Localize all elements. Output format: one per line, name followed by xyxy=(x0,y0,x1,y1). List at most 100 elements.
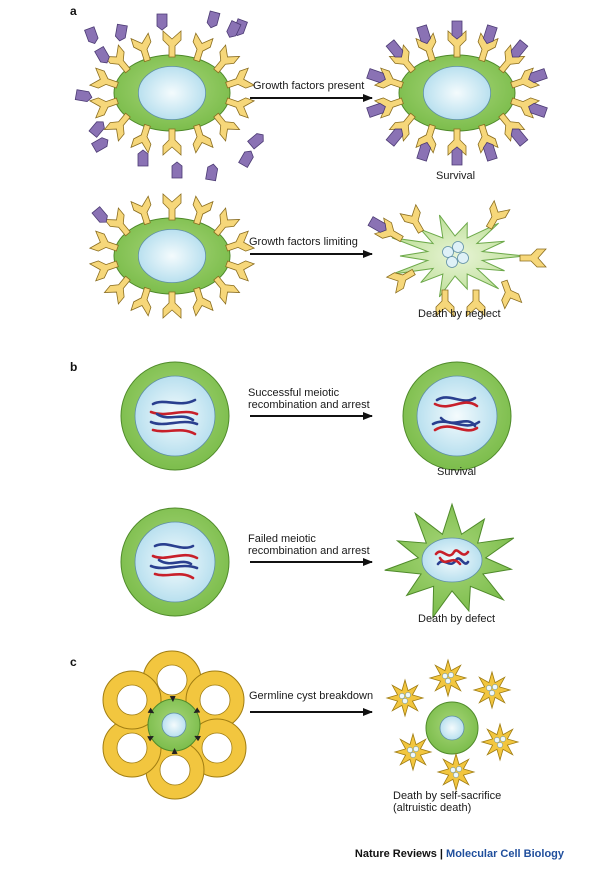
receptor xyxy=(88,260,119,282)
growth-factor xyxy=(84,26,99,44)
transfer-arrow xyxy=(193,707,201,714)
bound-growth-factor xyxy=(416,142,432,162)
panel-a-dying-cell xyxy=(367,199,547,317)
receptor-shape xyxy=(192,286,214,317)
growth-factor-shape xyxy=(206,10,221,29)
receptor xyxy=(192,195,214,226)
sister-cell-nucleus xyxy=(201,732,233,764)
receptor-shape xyxy=(103,44,131,74)
receptor-shape xyxy=(192,123,214,154)
fragment xyxy=(442,673,448,679)
receptor xyxy=(162,291,182,319)
growth-factor xyxy=(171,161,183,179)
receptor-shape xyxy=(213,275,241,305)
bound-growth-factor xyxy=(366,68,386,84)
growth-factor-shape xyxy=(205,163,219,182)
receptor xyxy=(510,67,548,89)
chromosome xyxy=(433,401,479,408)
fragment xyxy=(410,752,416,758)
growth-factor xyxy=(88,121,105,138)
receptor-shape xyxy=(435,289,455,317)
figure-credit: Nature Reviews | Molecular Cell Biology xyxy=(355,848,564,860)
receptor xyxy=(498,112,529,147)
growth-factor xyxy=(91,206,108,223)
receptor xyxy=(103,112,131,142)
panel-a-cell-limiting xyxy=(88,193,256,319)
receptor-shape xyxy=(130,123,152,154)
receptor-shape xyxy=(225,260,256,282)
bound-growth-factor xyxy=(385,128,404,147)
receptor xyxy=(192,286,214,317)
receptor-shape xyxy=(162,128,182,156)
receptor xyxy=(367,216,404,243)
receptor xyxy=(477,123,499,162)
dying-sister-cell xyxy=(436,752,476,792)
label-death-by-defect: Death by defect xyxy=(418,613,496,625)
receptor xyxy=(415,24,437,63)
panel-letter-c: c xyxy=(70,655,77,669)
receptor xyxy=(366,67,404,89)
receptor xyxy=(415,123,437,162)
fragment xyxy=(399,693,405,699)
receptor-shape xyxy=(162,30,182,58)
fragmented-nucleus xyxy=(452,241,464,253)
transfer-arrow xyxy=(147,735,154,742)
receptor xyxy=(385,39,416,74)
receptor xyxy=(385,112,416,147)
panel-a-cell-with-growth-factors xyxy=(74,10,264,182)
chromosome xyxy=(157,558,193,566)
receptor xyxy=(498,39,529,74)
bound-growth-factor xyxy=(528,102,548,118)
receptor xyxy=(447,20,467,58)
receptor xyxy=(192,123,214,154)
receptor-shape xyxy=(103,275,131,305)
receptor xyxy=(366,97,404,119)
growth-factor-shape xyxy=(74,89,93,103)
oocyte-center-nucleus xyxy=(161,712,187,738)
receptor xyxy=(519,248,547,268)
chromosome xyxy=(439,416,477,428)
chromosome xyxy=(149,564,199,570)
fragment xyxy=(407,747,413,753)
bound-growth-factor xyxy=(451,20,463,40)
fragment xyxy=(500,736,506,742)
label-death-by-self-sacrifice: Death by self-sacrifice xyxy=(393,790,502,802)
receptor xyxy=(88,97,119,119)
growth-factor xyxy=(94,46,110,64)
receptor xyxy=(192,32,214,63)
growth-factor-shape xyxy=(91,206,108,223)
receptor xyxy=(500,279,523,310)
growth-factor xyxy=(114,23,128,42)
fragment xyxy=(405,692,411,698)
receptor-shape xyxy=(385,268,416,294)
growth-factor-shape xyxy=(91,137,109,153)
bound-growth-factor xyxy=(510,128,529,147)
growth-factor xyxy=(226,20,242,38)
label-survival-b: Survival xyxy=(437,466,477,478)
receptor xyxy=(447,128,467,166)
receptor xyxy=(510,97,548,119)
fragment xyxy=(402,698,408,704)
label-altruistic-death: (altruistic death) xyxy=(393,802,472,814)
receptor-shape xyxy=(130,32,152,63)
receptor xyxy=(225,97,256,119)
receptor xyxy=(162,193,182,221)
label-successful-meiotic: Successful meiotic xyxy=(248,387,340,399)
chromosome xyxy=(155,412,195,422)
fragment xyxy=(486,685,492,691)
bound-growth-factor xyxy=(367,216,387,233)
bound-growth-factor xyxy=(416,24,432,44)
fragment xyxy=(494,737,500,743)
receptor xyxy=(225,230,256,252)
sister-cell-nucleus xyxy=(116,732,148,764)
fragment xyxy=(450,767,456,773)
label-failed-recombination: recombination and arrest xyxy=(248,545,370,557)
growth-factor xyxy=(91,137,109,153)
bound-growth-factor xyxy=(510,39,529,58)
chromosome xyxy=(149,410,199,416)
label-growth-factors-limiting: Growth factors limiting xyxy=(249,236,358,248)
receptor xyxy=(225,260,256,282)
receptor-shape xyxy=(213,44,241,74)
receptor-shape xyxy=(399,203,425,234)
